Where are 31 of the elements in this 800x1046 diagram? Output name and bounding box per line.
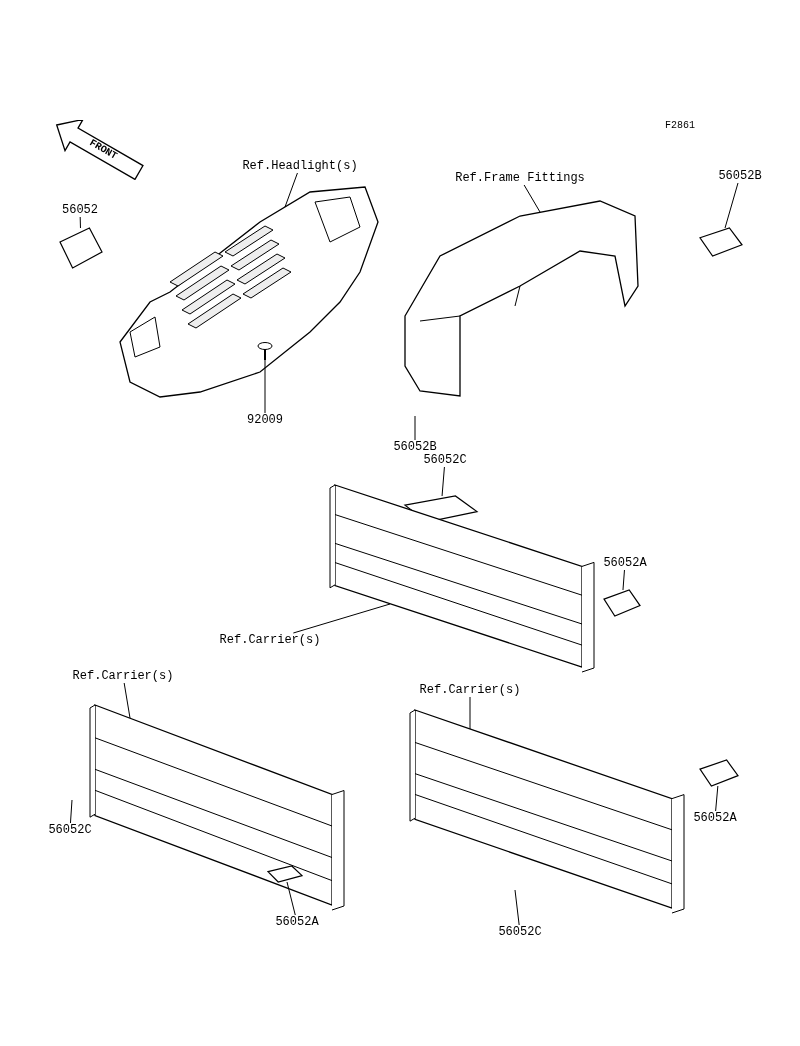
leader-line (69, 799, 73, 824)
leader-line (123, 682, 131, 719)
leader-line (514, 889, 520, 926)
figure-code: F2861 (665, 119, 695, 133)
leader-line (469, 696, 471, 730)
reference-label: Ref.Frame Fittings (452, 171, 588, 185)
reference-label: Ref.Carrier(s) (70, 669, 176, 683)
part-number: 56052B (391, 440, 439, 454)
leader-line (441, 466, 445, 497)
part-number: 56052C (496, 925, 544, 939)
leader-line (414, 415, 416, 441)
leader-line (264, 359, 266, 414)
part-number: 56052C (421, 453, 469, 467)
part-number: 92009 (244, 413, 286, 427)
leader-line (79, 216, 81, 229)
reference-label: Ref.Headlight(s) (239, 159, 361, 173)
reference-label: Ref.Carrier(s) (217, 633, 323, 647)
part-number: 56052C (46, 823, 94, 837)
part-number: 56052A (691, 811, 739, 825)
leader-line (286, 881, 296, 916)
part-number: 56052 (59, 203, 101, 217)
leader-line (724, 182, 739, 229)
part-number: 56052A (601, 556, 649, 570)
part-number: 56052B (716, 169, 764, 183)
leader-line (622, 569, 625, 591)
leader-line (523, 184, 541, 213)
reference-label: Ref.Carrier(s) (417, 683, 523, 697)
part-number: 56052A (273, 915, 321, 929)
leader-line (292, 603, 391, 634)
leader-line (284, 172, 298, 208)
leader-line (715, 785, 719, 812)
